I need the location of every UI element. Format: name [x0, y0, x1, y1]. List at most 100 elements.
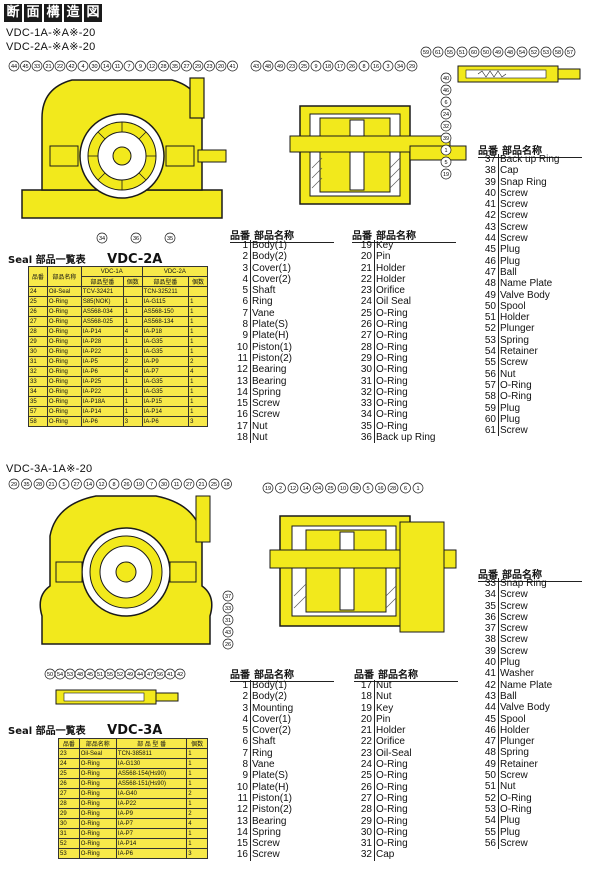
seal-cell: O-Ring — [46, 396, 82, 407]
part-name: Shaft — [252, 285, 276, 297]
part-number: 26 — [360, 781, 372, 793]
column-rule — [374, 680, 375, 861]
seal-cell: 58 — [28, 416, 48, 427]
callout-label: 26 — [349, 64, 355, 70]
seal-cell: AS568-151(Hs90) — [115, 778, 188, 789]
part-number: 58 — [484, 391, 496, 403]
seal-cell: TCV-32421 — [80, 286, 124, 297]
part-number: 6 — [242, 736, 248, 748]
seal-cell: IA-P18A — [80, 396, 124, 407]
seal-cell: 1 — [188, 296, 208, 307]
callout-circle — [262, 60, 274, 72]
seal-cell: 1 — [186, 758, 208, 769]
callout-label: 29 — [195, 64, 201, 70]
part-name: Body(2) — [252, 251, 288, 263]
part-number: 7 — [242, 307, 248, 319]
seal-cell: IA-P6 — [80, 366, 124, 377]
parts-header-no: 品番 — [354, 670, 374, 681]
part-name: Ball — [500, 690, 517, 702]
part-name: O-Ring — [376, 330, 408, 342]
part-name: Piston(2) — [252, 352, 293, 364]
parts-header-3: 品番 部品名称 — [478, 142, 582, 158]
callout-circle — [96, 232, 108, 244]
callout-label: 14 — [302, 486, 308, 492]
callout-label: 6 — [404, 486, 407, 492]
seal-cell: 57 — [28, 406, 48, 417]
part-number: 43 — [484, 690, 496, 702]
part-name: Screw — [500, 623, 528, 635]
callout-label: 11 — [115, 64, 121, 70]
part-name: Body(2) — [252, 691, 288, 703]
callout-circle — [300, 482, 311, 494]
part-name: Nut — [376, 691, 392, 703]
parts-header-6: 品番 部品名称 — [478, 566, 582, 582]
seal-table-vdc2: 品番 部品名称 VDC-1A VDC-2A 部品型番 個数 部品型番 個数 24… — [28, 266, 209, 427]
callout-circle — [516, 46, 528, 58]
callout-label: 8 — [362, 64, 365, 70]
seal-cell: 28 — [28, 326, 48, 337]
part-number: 35 — [484, 600, 496, 612]
callout-label: 28 — [36, 482, 42, 488]
callout-label: 1 — [416, 486, 419, 492]
callout-label: 25 — [327, 486, 333, 492]
seal-cell: 23 — [58, 748, 80, 759]
seal-cell: 28 — [58, 798, 80, 809]
part-name: Oil-Seal — [376, 747, 412, 759]
part-name: Plate(H) — [252, 781, 289, 793]
seal-cell: IA-G130 — [115, 758, 188, 769]
part-number: 31 — [360, 838, 372, 850]
part-number: 15 — [236, 398, 248, 410]
part-number: 30 — [360, 364, 372, 376]
seal-cell: 1 — [188, 376, 208, 387]
callout-circle — [440, 84, 452, 96]
part-number: 48 — [484, 747, 496, 759]
part-number: 52 — [484, 323, 496, 335]
seal-cell: 31 — [28, 356, 48, 367]
part-name: Cap — [376, 849, 395, 861]
part-name: Screw — [252, 409, 280, 421]
part-number: 2 — [242, 251, 248, 263]
callout-label: 10 — [340, 486, 346, 492]
callout-label: 29 — [409, 64, 415, 70]
part-number: 55 — [484, 826, 496, 838]
seal-cell: 1 — [122, 376, 143, 387]
callout-circle — [440, 120, 452, 132]
part-number: 59 — [484, 402, 496, 414]
callout-circle — [504, 46, 516, 58]
part-number: 23 — [360, 747, 372, 759]
callout-circle — [337, 482, 349, 494]
column-rule — [498, 154, 499, 437]
part-name: Bearing — [252, 815, 287, 827]
part-number: 22 — [360, 736, 372, 748]
seal-cell: 3 — [186, 848, 208, 859]
part-name: O-Ring — [376, 409, 408, 421]
part-number: 55 — [484, 357, 496, 369]
part-name: Cover(1) — [252, 262, 291, 274]
part-number: 39 — [484, 176, 496, 188]
seal-cell: 2 — [186, 788, 208, 799]
seal-cell: IA-P14 — [115, 838, 188, 849]
seal-cell: 26 — [28, 306, 48, 317]
part-name: Screw — [500, 634, 528, 646]
part-name: O-Ring — [376, 319, 408, 331]
part-number: 46 — [484, 255, 496, 267]
part-number: 3 — [242, 702, 248, 714]
